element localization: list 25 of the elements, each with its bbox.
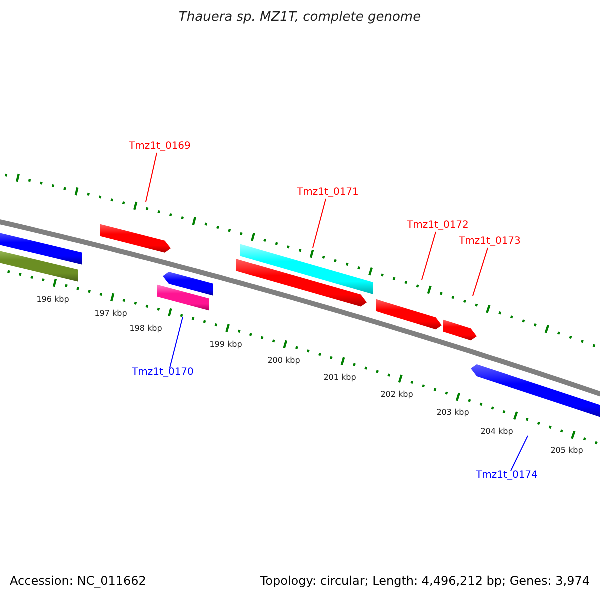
scale-label: 200 kbp: [268, 357, 300, 365]
leader-line: [146, 152, 158, 202]
leader-line: [422, 232, 436, 280]
leader-line: [472, 248, 488, 296]
scale-label: 198 kbp: [130, 325, 162, 333]
gene-label: Tmz1t_0173: [459, 237, 521, 247]
leader-line: [312, 198, 326, 248]
leader-line: [510, 436, 528, 472]
scale-label: 201 kbp: [324, 374, 356, 382]
scale-label: 205 kbp: [550, 447, 584, 455]
scale-label: 203 kbp: [436, 409, 470, 417]
scale-label: 196 kbp: [36, 296, 70, 304]
gene-label: Tmz1t_0170: [132, 368, 194, 378]
footer-text: Topology: circular; Length: 4,496,212 bp; Genes: 3,974: [260, 575, 590, 587]
scale-label: 202 kbp: [380, 391, 414, 399]
scale-label: 204 kbp: [480, 428, 514, 436]
scale-label: 199 kbp: [210, 341, 242, 349]
gene-label: Tmz1t_0171: [297, 188, 359, 198]
gene-label: Tmz1t_0169: [129, 142, 191, 152]
leader-line: [170, 316, 184, 368]
title: Thauera sp. MZ1T, complete genome: [178, 11, 422, 24]
gene-label: Tmz1t_0172: [407, 221, 469, 231]
gene-label: Tmz1t_0174: [476, 471, 538, 481]
footer-text: Accession: NC_011662: [10, 575, 146, 587]
scale-label: 197 kbp: [94, 310, 128, 318]
